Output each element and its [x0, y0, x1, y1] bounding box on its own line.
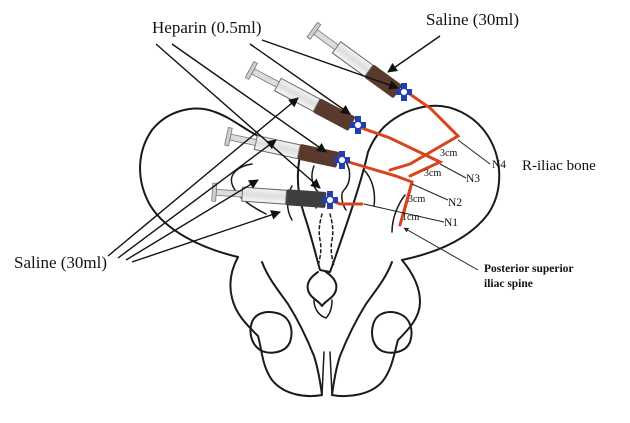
psis-label-line2: iliac spine	[484, 278, 533, 290]
left-iliac-wing	[140, 109, 300, 257]
dist-3cm-middle: 3cm	[424, 168, 441, 179]
saline-top-pointer	[388, 36, 440, 72]
n3-pointer	[440, 164, 466, 178]
syringe-icon	[245, 62, 356, 132]
syringe-icon	[225, 127, 340, 168]
syringes	[212, 22, 404, 209]
left-obturator-foramen	[250, 312, 291, 353]
heparin-label: Heparin (0.5ml)	[152, 18, 262, 37]
coccyx-tip	[314, 300, 332, 318]
n3-label: N3	[466, 173, 480, 185]
saline-left-label: Saline (30ml)	[14, 253, 107, 272]
stopcocks	[322, 83, 412, 209]
n1-label: N1	[444, 217, 458, 229]
left-lower-pelvis	[230, 257, 322, 396]
dist-3cm-bottom: 3cm	[408, 194, 425, 205]
heparin-pointer-4	[156, 44, 320, 188]
syringe-icon	[212, 183, 327, 209]
sacral-midline-chain	[318, 214, 334, 266]
n2-label: N2	[448, 197, 462, 209]
right-sacroiliac-joint	[364, 170, 375, 206]
psis-label-line1: Posterior superior	[484, 263, 574, 275]
dist-1cm: 1cm	[402, 212, 419, 223]
n4-label: N4	[492, 159, 506, 171]
dist-3cm-top: 3cm	[440, 148, 457, 159]
pubic-symphysis	[322, 352, 332, 395]
saline-left-pointer-1	[108, 98, 298, 256]
sacrum-outline	[298, 152, 368, 272]
saline-top-label: Saline (30ml)	[426, 10, 519, 29]
r-iliac-bone-label: R-iliac bone	[522, 158, 596, 174]
right-lower-pelvis	[332, 260, 420, 396]
saline-left-pointer-4	[132, 212, 280, 262]
saline-left-pointer-3	[126, 180, 258, 260]
n4-pointer	[458, 140, 490, 164]
